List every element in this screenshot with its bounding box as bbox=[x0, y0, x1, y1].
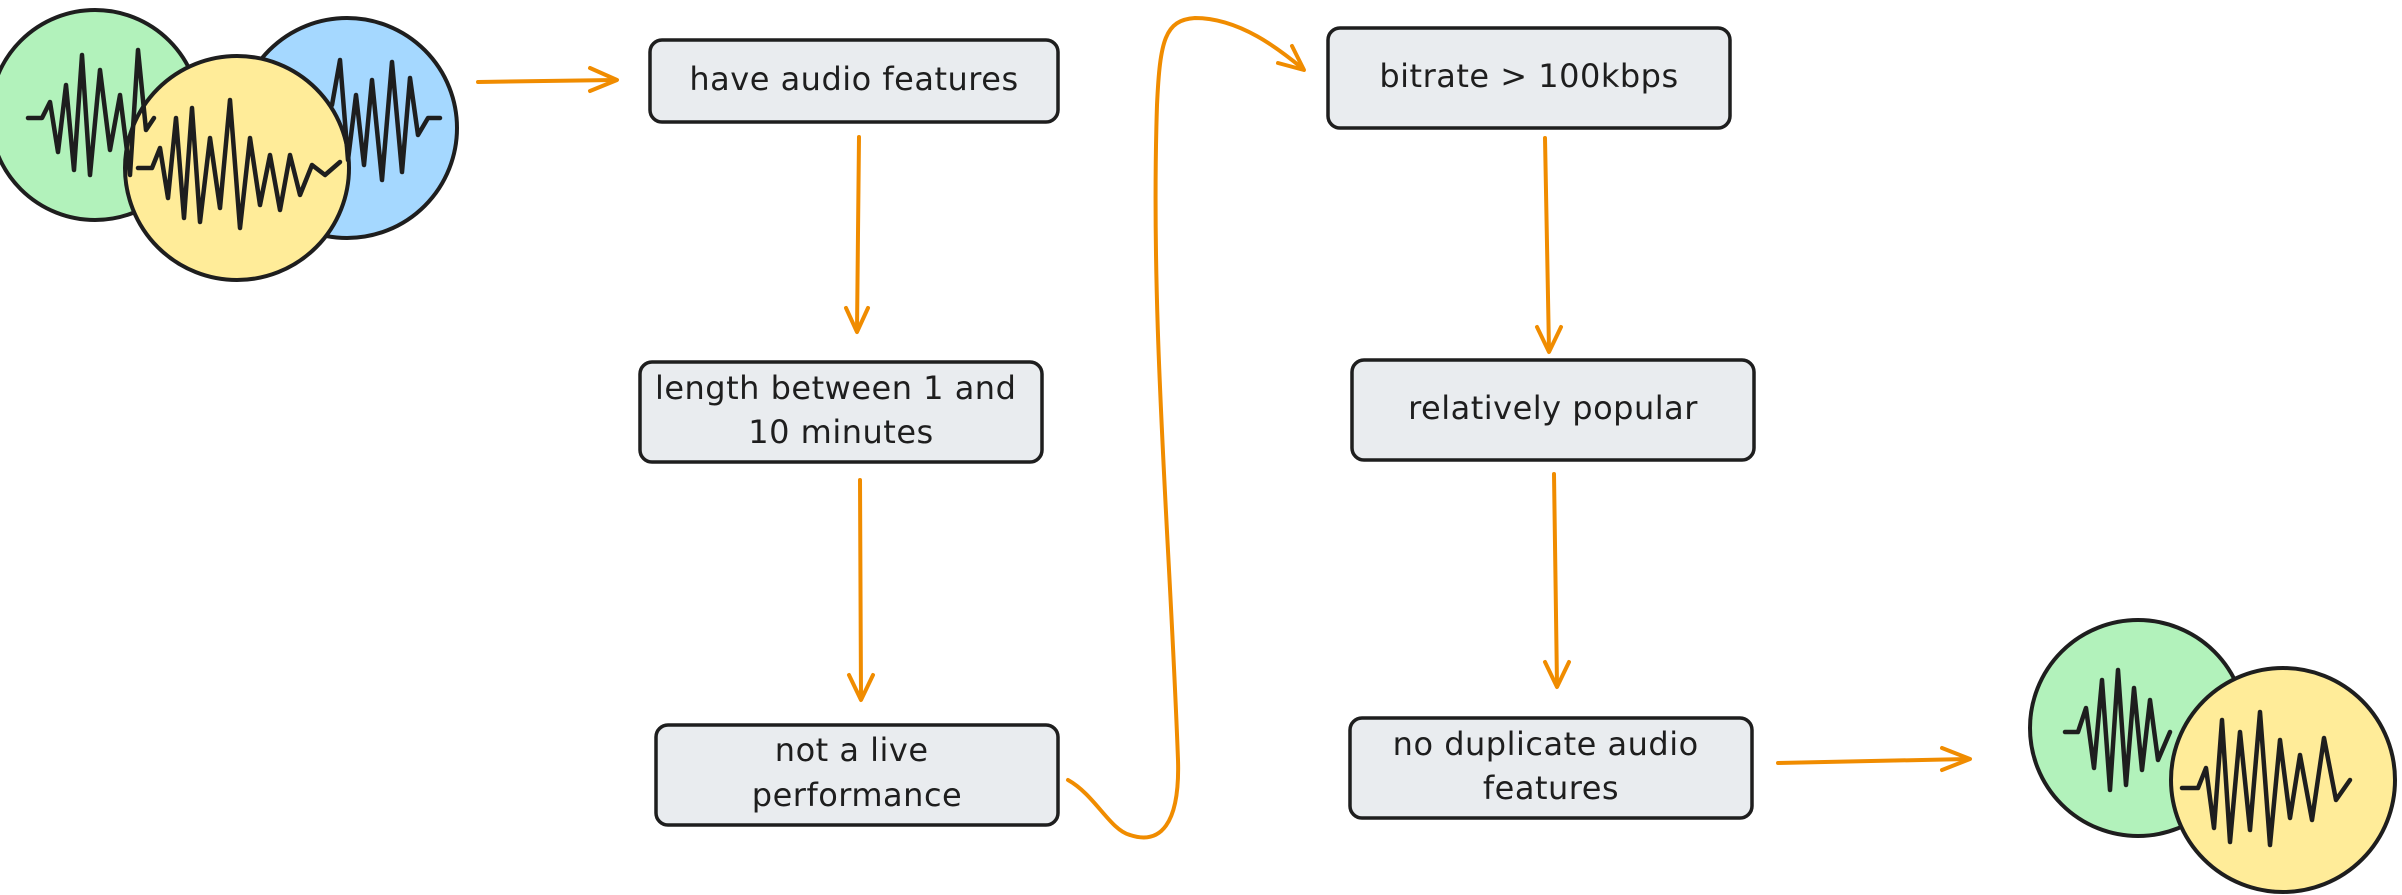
step-length-between: length between 1 and 10 minutes bbox=[638, 360, 1044, 464]
step-label: no duplicate audio features bbox=[1393, 725, 1710, 807]
step-have-audio-features: have audio features bbox=[648, 38, 1060, 124]
step-relatively-popular: relatively popular bbox=[1350, 358, 1756, 462]
waveform-icon bbox=[2062, 667, 2173, 793]
step-label: not a live performance bbox=[752, 731, 962, 814]
arrow-bitrate-to-popular bbox=[1535, 136, 1563, 354]
step-label: bitrate > 100kbps bbox=[1379, 57, 1678, 95]
filtered-audio-tracks-icon bbox=[2028, 618, 2397, 894]
step-label: relatively popular bbox=[1408, 389, 1698, 427]
arrow-no-duplicate-to-output bbox=[1776, 746, 1972, 772]
waveform-icon bbox=[329, 57, 443, 183]
step-label-line: no duplicate audio bbox=[1393, 725, 1699, 763]
step-label-line: performance bbox=[752, 776, 962, 814]
arrow-length-to-not-live bbox=[847, 478, 875, 702]
step-label-line: bitrate > 100kbps bbox=[1379, 57, 1678, 95]
step-label-line: have audio features bbox=[689, 60, 1018, 98]
step-label: length between 1 and 10 minutes bbox=[655, 369, 1027, 451]
step-label-line: not a live bbox=[775, 731, 929, 769]
step-not-live-performance: not a live performance bbox=[654, 723, 1060, 827]
waveform-icon bbox=[2179, 709, 2353, 848]
audio-tracks-stack-icon bbox=[0, 8, 459, 282]
arrow-not-live-to-bitrate bbox=[1066, 16, 1306, 840]
step-label-line: 10 minutes bbox=[748, 413, 933, 451]
step-label-line: relatively popular bbox=[1408, 389, 1698, 427]
arrow-popular-to-no-duplicate bbox=[1543, 472, 1571, 689]
step-label-line: length between 1 and bbox=[655, 369, 1016, 407]
step-label: have audio features bbox=[689, 60, 1018, 98]
step-label-line: features bbox=[1483, 769, 1619, 807]
waveform-icon bbox=[135, 97, 343, 231]
step-bitrate: bitrate > 100kbps bbox=[1326, 26, 1732, 130]
waveform-icon bbox=[25, 47, 157, 178]
arrow-input-to-audio-features bbox=[476, 66, 619, 93]
step-no-duplicate-audio-features: no duplicate audio features bbox=[1348, 716, 1754, 820]
arrow-audio-features-to-length bbox=[844, 135, 870, 334]
